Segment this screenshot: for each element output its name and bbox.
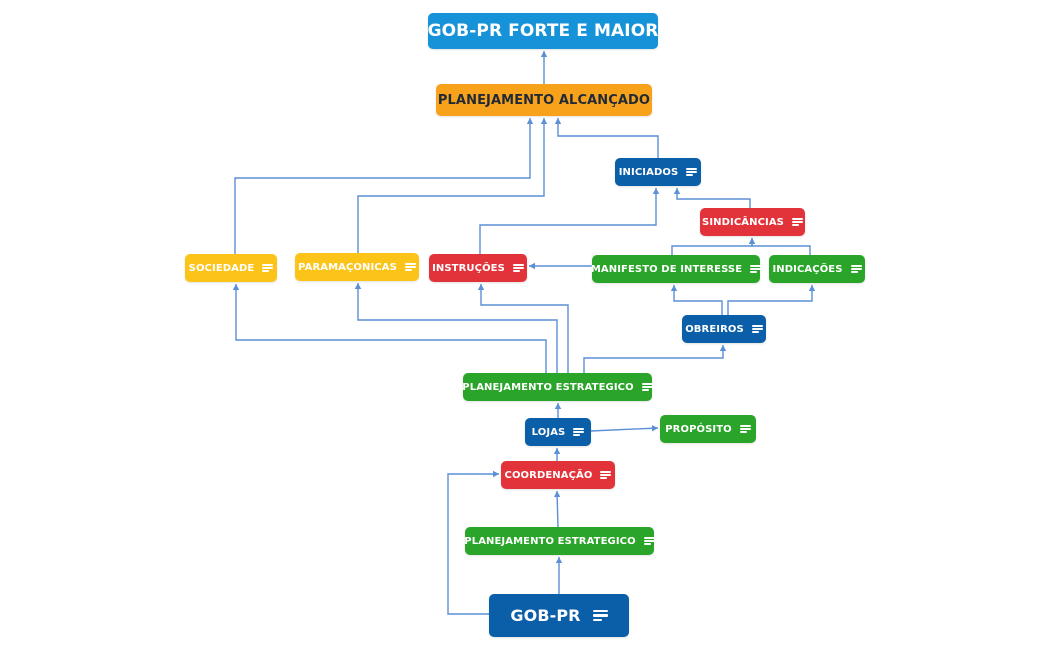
notes-icon bbox=[404, 263, 416, 271]
arrowhead-icon bbox=[493, 470, 499, 478]
arrowhead-icon bbox=[554, 118, 562, 124]
arrowhead-icon bbox=[354, 283, 362, 289]
notes-icon bbox=[600, 471, 612, 479]
node-label: LOJAS bbox=[531, 426, 566, 438]
arrowhead-icon bbox=[673, 188, 681, 194]
edge-lojas-to-proposito bbox=[590, 427, 659, 432]
notes-icon bbox=[791, 218, 803, 226]
notes-icon bbox=[850, 265, 862, 273]
edge-planejamento_estrategico_top-to-instrucoes bbox=[480, 284, 569, 373]
edge-planejamento_estrategico_top-to-obreiros bbox=[583, 345, 724, 373]
notes-icon bbox=[592, 610, 608, 621]
notes-icon bbox=[512, 264, 524, 272]
arrowhead-icon bbox=[553, 491, 561, 498]
arrowhead-icon bbox=[540, 118, 548, 124]
node-iniciados[interactable]: INICIADOS bbox=[615, 158, 701, 186]
node-obreiros[interactable]: OBREIROS bbox=[682, 315, 766, 343]
node-label: PLANEJAMENTO ALCANÇADO bbox=[437, 92, 651, 108]
arrowhead-icon bbox=[477, 284, 485, 290]
node-planejamento-estrategico-upper[interactable]: PLANEJAMENTO ESTRATEGICO bbox=[462, 373, 653, 401]
node-sociedade[interactable]: SOCIEDADE bbox=[185, 254, 277, 282]
notes-icon bbox=[739, 425, 751, 433]
node-sindicancias[interactable]: SINDICÂNCIAS bbox=[700, 208, 805, 236]
node-paramaconicas[interactable]: PARAMAÇONICAS bbox=[295, 253, 419, 281]
node-coordenacao[interactable]: COORDENAÇÃO bbox=[501, 461, 615, 489]
node-label: SOCIEDADE bbox=[188, 262, 255, 274]
arrowhead-icon bbox=[232, 284, 240, 290]
notes-icon bbox=[573, 428, 585, 436]
arrowhead-icon bbox=[719, 345, 727, 351]
notes-icon bbox=[750, 265, 762, 273]
notes-icon bbox=[641, 383, 653, 391]
notes-icon bbox=[686, 168, 698, 176]
node-label: INICIADOS bbox=[618, 166, 679, 178]
arrowhead-icon bbox=[652, 188, 660, 194]
notes-icon bbox=[262, 264, 274, 272]
arrowhead-icon bbox=[808, 285, 816, 291]
edge-sociedade-to-planejamento_alcancado bbox=[234, 118, 531, 254]
node-label: OBREIROS bbox=[685, 323, 744, 335]
node-planejamento-estrategico-lower[interactable]: PLANEJAMENTO ESTRATEGICO bbox=[464, 527, 655, 555]
node-label: INDICAÇÕES bbox=[772, 263, 843, 275]
node-label: COORDENAÇÃO bbox=[504, 469, 593, 481]
node-label: PLANEJAMENTO ESTRATEGICO bbox=[462, 381, 634, 393]
arrowhead-icon bbox=[670, 285, 678, 291]
arrowhead-icon bbox=[529, 262, 535, 270]
node-indicacoes[interactable]: INDICAÇÕES bbox=[769, 255, 865, 283]
edge-planejamento_estrategico_top-to-paramaconicas bbox=[357, 283, 558, 373]
edge-iniciados-to-planejamento_alcancado bbox=[557, 118, 659, 158]
arrowhead-icon bbox=[553, 448, 561, 454]
arrowhead-icon bbox=[540, 51, 548, 57]
arrowhead-icon bbox=[748, 238, 756, 244]
node-label: GOB-PR bbox=[510, 606, 581, 625]
node-proposito[interactable]: PROPÓSITO bbox=[660, 415, 756, 443]
node-instrucoes[interactable]: INSTRUÇÕES bbox=[429, 254, 527, 282]
edge-planejamento_estrategico_top-to-sociedade bbox=[235, 284, 547, 373]
edge-instrucoes-to-iniciados bbox=[479, 188, 657, 254]
node-label: INSTRUÇÕES bbox=[432, 262, 505, 274]
edge-planejamento_estrategico_bottom-to-coordenacao bbox=[556, 490, 559, 528]
edge-gob_pr-to-coordenacao bbox=[447, 473, 499, 615]
node-label: PLANEJAMENTO ESTRATEGICO bbox=[464, 535, 636, 547]
arrowhead-icon bbox=[526, 118, 534, 124]
node-label: MANIFESTO DE INTERESSE bbox=[590, 263, 743, 275]
arrowhead-icon bbox=[554, 403, 562, 409]
node-label: SINDICÂNCIAS bbox=[702, 216, 784, 228]
edge-paramaconicas-to-planejamento_alcancado bbox=[357, 118, 545, 253]
notes-icon bbox=[751, 325, 763, 333]
node-label: PROPÓSITO bbox=[665, 423, 732, 435]
edge-obreiros-to-manifesto bbox=[673, 285, 723, 315]
edge-obreiros-to-indicacoes bbox=[727, 285, 813, 315]
edge-manifesto-to-sindicancias bbox=[671, 238, 753, 255]
node-lojas[interactable]: LOJAS bbox=[525, 418, 591, 446]
node-manifesto-de-interesse[interactable]: MANIFESTO DE INTERESSE bbox=[590, 255, 762, 283]
node-planejamento-alcancado[interactable]: PLANEJAMENTO ALCANÇADO bbox=[436, 84, 652, 116]
node-gob-pr-root[interactable]: GOB-PR bbox=[489, 594, 629, 637]
node-label: GOB-PR FORTE E MAIOR bbox=[427, 21, 659, 41]
edge-indicacoes-to-sindicancias bbox=[751, 238, 811, 255]
arrowhead-icon bbox=[555, 557, 563, 563]
notes-icon bbox=[643, 537, 655, 545]
edge-sindicancias-to-iniciados bbox=[676, 188, 751, 208]
node-gob-pr-forte-e-maior[interactable]: GOB-PR FORTE E MAIOR bbox=[428, 13, 658, 49]
arrowhead-icon bbox=[651, 425, 658, 432]
node-label: PARAMAÇONICAS bbox=[298, 261, 397, 273]
